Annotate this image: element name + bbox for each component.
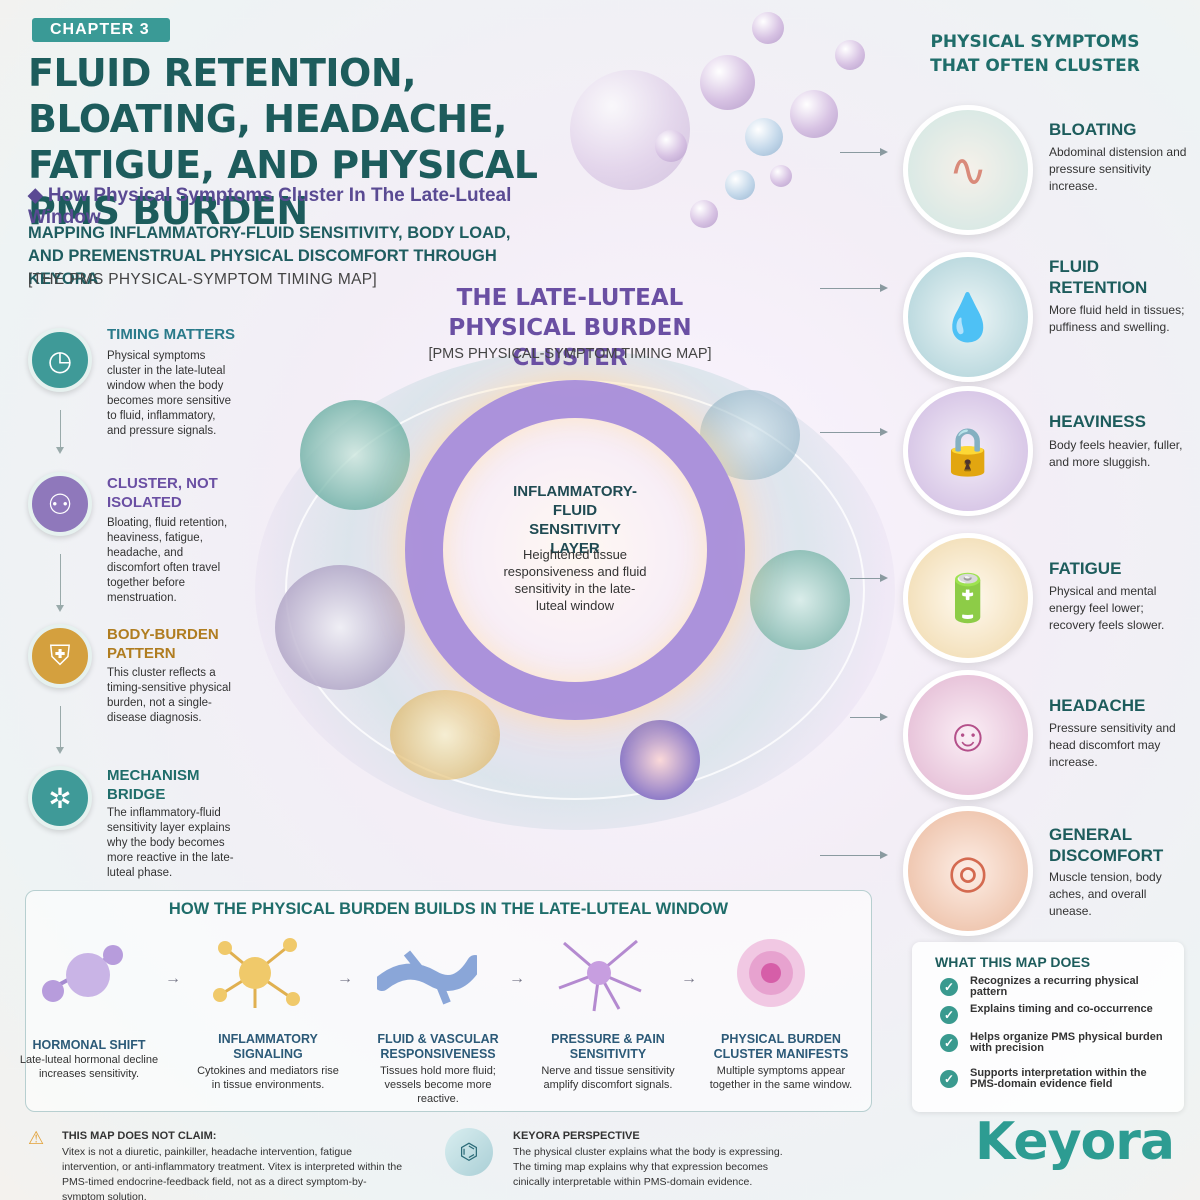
symptom-desc: More fluid held in tissues; puffiness an…	[1049, 303, 1185, 334]
check-icon: ✓	[940, 978, 958, 996]
perspective-text: The physical cluster explains what the b…	[513, 1146, 783, 1188]
head-icon: ☺	[903, 670, 1033, 800]
timeline-title: TIMING MATTERS	[107, 326, 236, 343]
map-bracket-label: [THE PMS PHYSICAL-SYMPTOM TIMING MAP]	[28, 271, 377, 288]
vessel-icon	[372, 928, 482, 1018]
timeline-desc: Physical symptoms cluster in the late-lu…	[107, 350, 231, 437]
map-does-item: ✓ Supports interpretation within the PMS-…	[940, 1068, 1170, 1090]
connector-arrow	[850, 574, 888, 582]
green-cell-illustration	[750, 550, 850, 650]
timeline-arrow	[56, 410, 64, 454]
symptom-title: HEAVINESS	[1049, 412, 1146, 431]
connector-arrow	[820, 284, 888, 292]
step-title: HORMONAL SHIFT	[32, 1038, 146, 1052]
droplets-icon: 💧	[903, 252, 1033, 382]
disclaimer-title: THIS MAP DOES NOT CLAIM:	[62, 1130, 217, 1142]
step-title: PRESSURE & PAIN SENSITIVITY	[551, 1032, 665, 1061]
step-arrow: →	[165, 970, 181, 987]
symptoms-heading: PHYSICAL SYMPTOMS THAT OFTEN CLUSTER	[930, 32, 1140, 76]
connector-arrow	[850, 713, 888, 721]
map-does-item: ✓ Helps organize PMS physical burden with…	[940, 1032, 1170, 1054]
check-icon: ✓	[940, 1070, 958, 1088]
hormone-molecule-icon	[28, 928, 138, 1018]
clock-icon: ◷	[28, 328, 92, 392]
step-title: FLUID & VASCULAR RESPONSIVENESS	[377, 1032, 499, 1061]
subtitle-text: How Physical Symptoms Cluster In The Lat…	[28, 185, 512, 228]
connector-arrow	[820, 851, 888, 859]
check-icon: ✓	[940, 1006, 958, 1024]
symptom-title: FATIGUE	[1049, 559, 1122, 578]
center-subtitle: [PMS PHYSICAL-SYMPTOM TIMING MAP]	[428, 346, 712, 362]
neuron-icon	[544, 928, 654, 1018]
layer-title: INFLAMMATORY-FLUID SENSITIVITY LAYER	[513, 483, 637, 557]
symptom-desc: Physical and mental energy feel lower; r…	[1049, 584, 1165, 632]
disclaimer-text: Vitex is not a diuretic, painkiller, hea…	[62, 1146, 403, 1200]
timeline-desc: Bloating, fluid retention, heaviness, fa…	[107, 517, 228, 604]
symptom-desc: Body feels heavier, fuller, and more slu…	[1049, 438, 1183, 469]
map-does-text: Explains timing and co-occurrence	[970, 1003, 1153, 1015]
cluster-icon	[716, 928, 826, 1018]
page-title: FLUID RETENTION, BLOATING, HEADACHE, FAT…	[28, 51, 538, 233]
timeline-title: MECHANISM BRIDGE	[107, 767, 200, 803]
symptom-title: GENERAL DISCOMFORT	[1049, 825, 1164, 865]
battery-icon: 🔋	[903, 533, 1033, 663]
teal-cell-illustration	[300, 400, 410, 510]
step-arrow: →	[509, 970, 525, 987]
cytokine-icon	[200, 928, 310, 1018]
symptom-desc: Pressure sensitivity and head discomfort…	[1049, 721, 1176, 769]
symptom-title: FLUID RETENTION	[1049, 257, 1148, 297]
step-desc: Multiple symptoms appear together in the…	[709, 1065, 853, 1091]
check-icon: ✓	[940, 1034, 958, 1052]
timeline-desc: The inflammatory-fluid sensitivity layer…	[107, 807, 234, 879]
perspective-title: KEYORA PERSPECTIVE	[513, 1130, 640, 1142]
symptom-title: BLOATING	[1049, 120, 1137, 139]
chapter-badge: CHAPTER 3	[32, 18, 170, 42]
connector-arrow	[820, 428, 888, 436]
timeline-title: BODY-BURDEN PATTERN	[107, 626, 219, 662]
step-arrow: →	[337, 970, 353, 987]
people-icon: ⚇	[28, 472, 92, 536]
step-desc: Late-luteal hormonal decline increases s…	[19, 1054, 159, 1080]
builds-title: HOW THE PHYSICAL BURDEN BUILDS IN THE LA…	[168, 900, 729, 918]
body-icon: ◎	[903, 806, 1033, 936]
map-does-text: Supports interpretation within the PMS-d…	[970, 1067, 1147, 1090]
step-title: INFLAMMATORY SIGNALING	[218, 1032, 318, 1061]
dna-icon: ⌬	[445, 1128, 493, 1176]
timeline-desc: This cluster reflects a timing-sensitive…	[107, 667, 231, 724]
map-does-title: WHAT THIS MAP DOES	[935, 954, 1091, 970]
step-desc: Nerve and tissue sensitivity amplify dis…	[541, 1065, 675, 1091]
timeline-arrow	[56, 706, 64, 754]
map-does-item: ✓ Explains timing and co-occurrence	[940, 1004, 1170, 1024]
mapping-heading: MAPPING INFLAMMATORY-FLUID SENSITIVITY, …	[28, 224, 511, 288]
symptom-desc: Muscle tension, body aches, and overall …	[1049, 870, 1162, 918]
weight-icon: 🔒	[903, 386, 1033, 516]
warning-icon: ⚠	[28, 1128, 45, 1148]
timeline-title: CLUSTER, NOT ISOLATED	[107, 475, 218, 511]
keyora-logo: Keyora	[975, 1112, 1175, 1172]
symptom-title: HEADACHE	[1049, 696, 1146, 715]
map-does-text: Helps organize PMS physical burden with …	[970, 1031, 1163, 1054]
step-desc: Tissues hold more fluid; vessels become …	[380, 1065, 496, 1105]
center-title: THE LATE-LUTEAL PHYSICAL BURDEN CLUSTER	[448, 285, 692, 371]
golden-cell-illustration	[390, 690, 500, 780]
grey-cell-illustration	[275, 565, 405, 690]
intestine-icon: ∿	[903, 105, 1033, 235]
network-icon: ✲	[28, 766, 92, 830]
page-subtitle: ◆ How Physical Symptoms Cluster In The L…	[28, 185, 512, 228]
timeline-arrow	[56, 554, 64, 612]
map-does-panel	[912, 942, 1184, 1112]
purple-cell-illustration	[620, 720, 700, 800]
map-does-item: ✓ Recognizes a recurring physical pattern	[940, 976, 1170, 998]
layer-description: Heightened tissue responsiveness and flu…	[503, 547, 647, 613]
step-arrow: →	[681, 970, 697, 987]
connector-arrow	[840, 148, 888, 156]
step-title: PHYSICAL BURDEN CLUSTER MANIFESTS	[713, 1032, 849, 1061]
map-does-text: Recognizes a recurring physical pattern	[970, 975, 1139, 998]
symptom-desc: Abdominal distension and pressure sensit…	[1049, 145, 1187, 193]
shield-icon: ⛨	[28, 624, 92, 688]
step-desc: Cytokines and mediators rise in tissue e…	[197, 1065, 339, 1091]
